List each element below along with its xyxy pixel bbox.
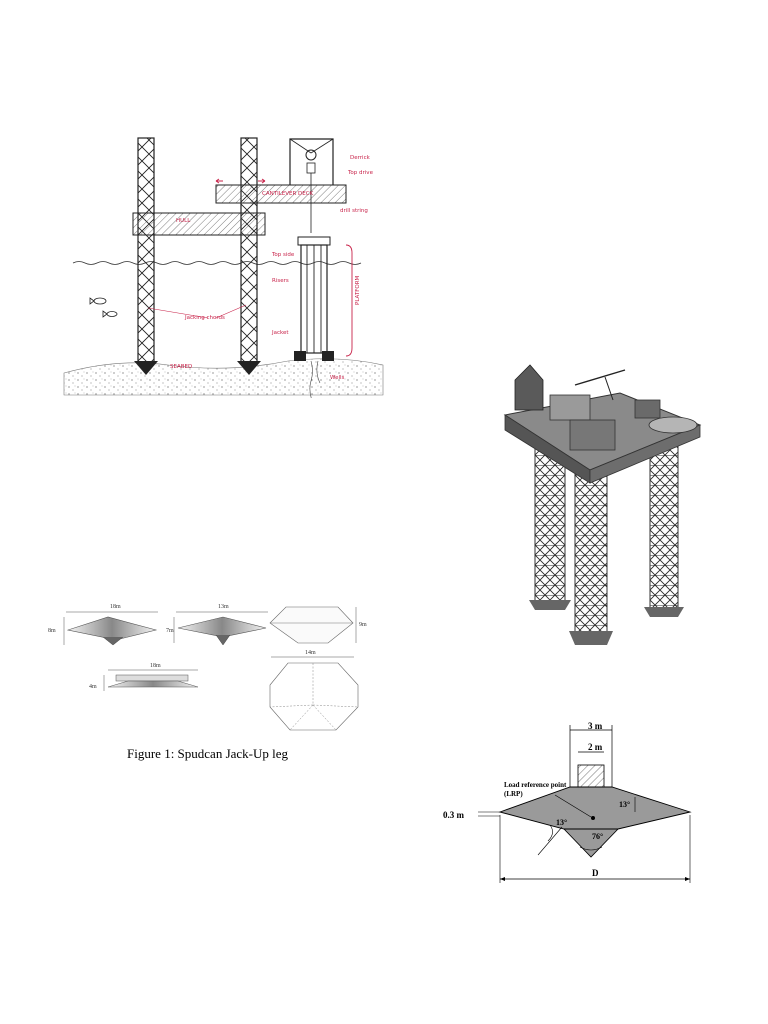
dim-c-height: 9m [359,622,367,628]
jack-up-rig-sketch [63,137,384,398]
dim-inner-width: 2 m [588,742,603,752]
figure-caption: Figure 1: Spudcan Jack-Up leg [127,746,289,761]
dim-a-width: 18m [110,604,121,610]
dim-d-height: 4m [89,684,97,690]
label-top-side: Top side [272,252,295,258]
label-cantilever-deck: CANTILEVER DECK [262,191,314,197]
label-jacket: Jacket [272,330,289,336]
label-platform: PLATFORM [355,275,361,305]
angle-bottom: 13° [556,818,568,827]
fish-icon [89,297,118,318]
cone-angle: 76° [592,832,604,841]
dim-a-height: 8m [48,628,56,634]
dim-d-width: 18m [150,663,161,669]
angle-top: 13° [619,800,631,809]
dim-top-width: 3 m [588,721,603,731]
label-seabed: SEABED [170,364,193,370]
label-derrick: Derrick [350,155,370,161]
label-hull: HULL [176,218,191,224]
dim-b-height: 7m [166,628,174,634]
dim-b-width: 13m [218,604,229,610]
dim-c-width: 14m [305,650,316,656]
jack-up-rig-3d [503,364,702,645]
lrp-label-line2: (LRP) [504,790,523,798]
spudcan-section-diagram [478,725,692,883]
label-jacking-chords: Jacking chords [185,315,225,321]
label-wells: Wells [330,375,345,381]
label-drill-string: drill string [340,208,368,214]
label-top-drive: Top drive [348,170,373,176]
label-risers: Risers [272,278,289,284]
dim-diameter: D [592,868,599,878]
spudcan-shapes-figure [63,606,359,731]
dim-thickness: 0.3 m [443,810,464,820]
lrp-label-line1: Load reference point [504,781,567,789]
